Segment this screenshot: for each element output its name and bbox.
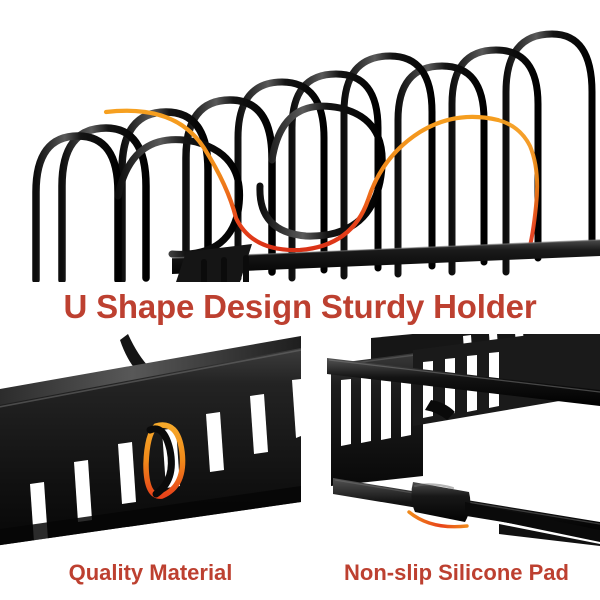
silicone-pad xyxy=(411,482,471,522)
non-slip-silicone-pad-panel xyxy=(313,334,600,546)
slotted-rail-illustration xyxy=(0,334,301,546)
hero-wire-rack-image xyxy=(0,0,600,282)
caption-quality-material: Quality Material xyxy=(68,560,233,585)
side-plate xyxy=(330,352,424,486)
rack-base-rail xyxy=(171,239,600,282)
headline-text: U Shape Design Sturdy Holder xyxy=(63,288,537,325)
lower-rod-tails xyxy=(465,502,600,546)
feature-captions: Quality Material Non-slip Silicone Pad xyxy=(0,546,600,600)
wire-side-loops xyxy=(114,102,386,258)
wire-arch-group-mid xyxy=(234,52,436,282)
wire-arch-group-back xyxy=(394,30,596,278)
rail-body xyxy=(0,336,301,546)
caption-non-slip-silicone-pad: Non-slip Silicone Pad xyxy=(344,560,569,585)
slot-highlight-ring xyxy=(143,422,186,499)
pad-highlight-arc xyxy=(407,510,469,529)
rail-lower-lip xyxy=(0,486,301,546)
wire-rack-illustration xyxy=(0,0,600,282)
wire-highlight-u-shape xyxy=(103,108,540,256)
wire-arch-group-front xyxy=(32,96,276,282)
quality-material-panel xyxy=(0,334,301,546)
feature-panels xyxy=(0,334,600,546)
silicone-pad-illustration xyxy=(313,334,600,546)
mid-hook xyxy=(425,400,455,420)
slot-wire-overlay xyxy=(146,425,175,498)
